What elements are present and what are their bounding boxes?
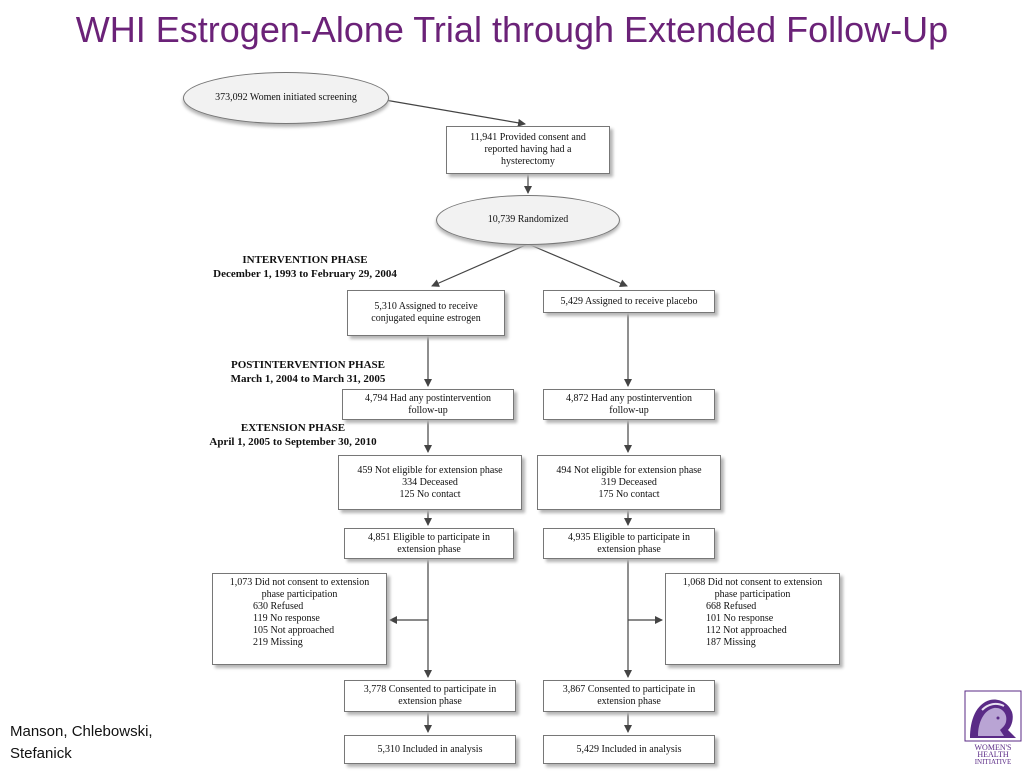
consent-box: 11,941 Provided consent and reported hav… <box>446 126 610 174</box>
placebo-followup-box: 4,872 Had any postintervention follow-up <box>543 389 715 420</box>
phase-intervention-name: INTERVENTION PHASE <box>242 254 368 266</box>
phase-postintervention-label: POSTINTERVENTION PHASE March 1, 2004 to … <box>208 358 408 386</box>
placebo-not-approached: 112 Not approached <box>706 625 787 636</box>
phase-extension-name: EXTENSION PHASE <box>240 422 346 434</box>
placebo-consented-box: 3,867 Consented to participate in extens… <box>543 680 715 712</box>
phase-intervention-label: INTERVENTION PHASE December 1, 1993 to F… <box>190 253 420 281</box>
screening-text: 373,092 Women initiated screening <box>215 92 357 103</box>
womens-health-initiative-logo-icon: WOMEN'S HEALTH INITIATIVE <box>964 690 1022 766</box>
placebo-eligible-text: 4,935 Eligible to participate in extensi… <box>568 531 690 555</box>
slide-title: WHI Estrogen-Alone Trial through Extende… <box>75 9 949 50</box>
placebo-analysis-text: 5,429 Included in analysis <box>576 743 682 755</box>
placebo-missing: 187 Missing <box>706 637 756 648</box>
estrogen-eligible-text: 4,851 Eligible to participate in extensi… <box>368 531 490 555</box>
svg-text:HEALTH: HEALTH <box>977 750 1008 759</box>
logo-graphic: WOMEN'S HEALTH INITIATIVE <box>964 690 1022 766</box>
placebo-not-eligible-text: 494 Not eligible for extension phase 319… <box>556 464 702 500</box>
placebo-consented-text: 3,867 Consented to participate in extens… <box>562 684 696 707</box>
estrogen-no-consent-box: 1,073 Did not consent to extension phase… <box>212 573 387 665</box>
phase-intervention-dates: December 1, 1993 to February 29, 2004 <box>213 268 397 280</box>
estrogen-analysis-box: 5,310 Included in analysis <box>344 735 516 764</box>
placebo-analysis-box: 5,429 Included in analysis <box>543 735 715 764</box>
estrogen-eligible-box: 4,851 Eligible to participate in extensi… <box>344 528 514 559</box>
placebo-assigned-text: 5,429 Assigned to receive placebo <box>560 295 698 307</box>
phase-extension-dates: April 1, 2005 to September 30, 2010 <box>209 436 377 448</box>
phase-postintervention-dates: March 1, 2004 to March 31, 2005 <box>230 373 386 385</box>
placebo-not-eligible-box: 494 Not eligible for extension phase 319… <box>537 455 721 510</box>
estrogen-not-eligible-text: 459 Not eligible for extension phase 334… <box>357 464 503 500</box>
placebo-no-consent-head: 1,068 Did not consent to extension phase… <box>682 577 823 600</box>
phase-postintervention-name: POSTINTERVENTION PHASE <box>231 359 385 371</box>
screening-oval: 373,092 Women initiated screening <box>183 72 389 124</box>
estrogen-refused: 630 Refused <box>253 601 304 612</box>
estrogen-no-consent-head: 1,073 Did not consent to extension phase… <box>229 577 370 600</box>
estrogen-analysis-text: 5,310 Included in analysis <box>377 743 483 755</box>
placebo-refused: 668 Refused <box>706 601 757 612</box>
estrogen-assigned-box: 5,310 Assigned to receive conjugated equ… <box>347 290 505 336</box>
estrogen-consented-text: 3,778 Consented to participate in extens… <box>363 684 497 707</box>
phase-extension-label: EXTENSION PHASE April 1, 2005 to Septemb… <box>188 421 398 449</box>
arrow-randomized-to-placebo <box>527 243 628 287</box>
estrogen-followup-text: 4,794 Had any postintervention follow-up <box>364 392 492 416</box>
author-credit: Manson, Chlebowski, Stefanick <box>10 723 153 762</box>
placebo-no-consent-box: 1,068 Did not consent to extension phase… <box>665 573 840 665</box>
placebo-eligible-box: 4,935 Eligible to participate in extensi… <box>543 528 715 559</box>
svg-text:WOMEN'S: WOMEN'S <box>975 743 1012 752</box>
placebo-assigned-box: 5,429 Assigned to receive placebo <box>543 290 715 313</box>
estrogen-assigned-text: 5,310 Assigned to receive conjugated equ… <box>371 301 481 324</box>
estrogen-missing: 219 Missing <box>253 637 303 648</box>
placebo-followup-text: 4,872 Had any postintervention follow-up <box>565 392 693 416</box>
arrow-screening-to-consent <box>384 99 526 127</box>
randomized-text: 10,739 Randomized <box>487 214 569 225</box>
randomized-oval: 10,739 Randomized <box>436 195 620 245</box>
estrogen-no-response: 119 No response <box>253 613 320 624</box>
estrogen-not-approached: 105 Not approached <box>253 625 335 636</box>
estrogen-consented-box: 3,778 Consented to participate in extens… <box>344 680 516 712</box>
estrogen-not-eligible-box: 459 Not eligible for extension phase 334… <box>338 455 522 510</box>
consent-text: 11,941 Provided consent and reported hav… <box>470 132 586 167</box>
svg-text:INITIATIVE: INITIATIVE <box>975 758 1012 766</box>
placebo-no-response: 101 No response <box>706 613 774 624</box>
arrow-randomized-to-estrogen <box>431 243 529 287</box>
estrogen-followup-box: 4,794 Had any postintervention follow-up <box>342 389 514 420</box>
